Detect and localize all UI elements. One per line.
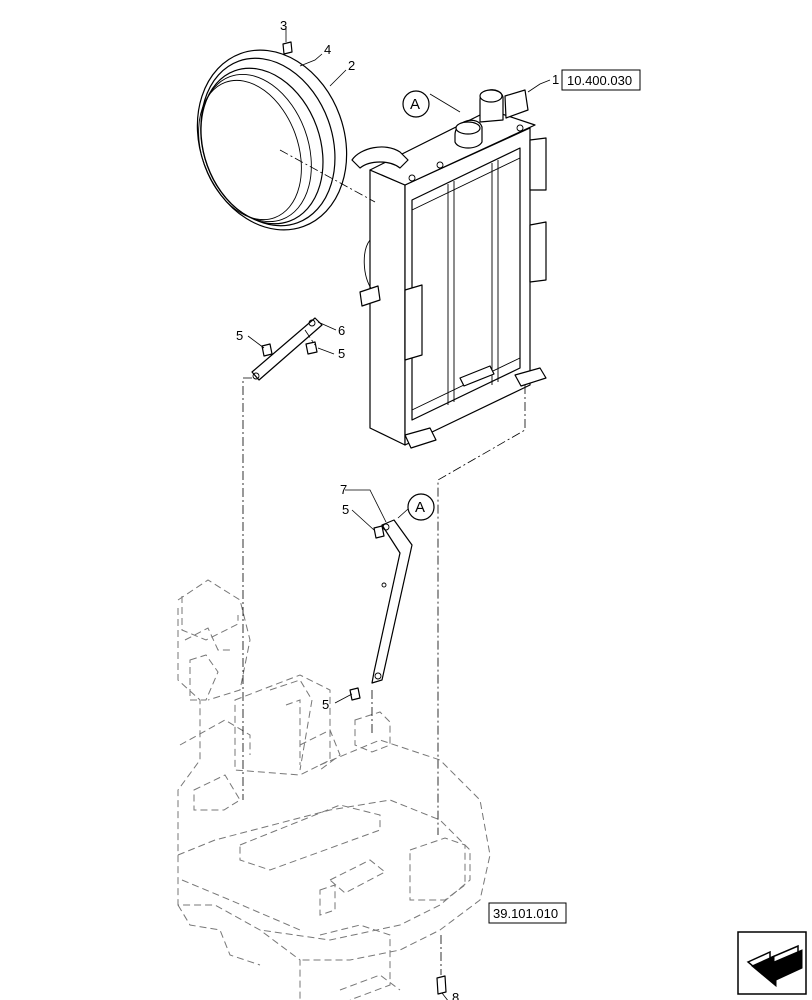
callout-5-b: 5 [338, 346, 345, 361]
reference-radiator-label: 10.400.030 [567, 73, 632, 88]
callout-3: 3 [280, 18, 287, 33]
callout-2: 2 [348, 58, 355, 73]
radiator-assembly [351, 89, 547, 449]
assembly-lines [242, 329, 526, 975]
callout-labels: 3 4 2 1 5 6 5 7 5 5 8 [236, 18, 559, 1000]
reference-box-radiator: 10.400.030 [561, 69, 641, 91]
reference-box-chassis: 39.101.010 [488, 902, 567, 924]
ring-centerline [279, 149, 376, 203]
callout-6: 6 [338, 323, 345, 338]
stay-part-6 [251, 317, 323, 381]
callout-4: 4 [324, 42, 331, 57]
callout-7: 7 [340, 482, 347, 497]
callout-8: 8 [452, 990, 459, 1000]
reference-chassis-label: 39.101.010 [493, 906, 558, 921]
shroud-ring [196, 49, 348, 231]
chassis-frame [177, 579, 491, 1000]
clip-part-3 [282, 41, 293, 55]
detail-marker-a-top: A [402, 90, 430, 118]
detail-marker-a-bottom: A [407, 493, 435, 521]
callout-5-a: 5 [236, 328, 243, 343]
callout-1: 1 [552, 72, 559, 87]
callout-5-c: 5 [342, 502, 349, 517]
stay-part-7 [349, 519, 413, 701]
detail-marker-a-top-label: A [410, 96, 420, 113]
bolt-part-8 [436, 975, 447, 995]
callout-5-d: 5 [322, 697, 329, 712]
arrow-icon[interactable] [737, 931, 807, 995]
leader-lines [247, 26, 551, 1000]
detail-marker-a-bottom-label: A [415, 499, 425, 516]
